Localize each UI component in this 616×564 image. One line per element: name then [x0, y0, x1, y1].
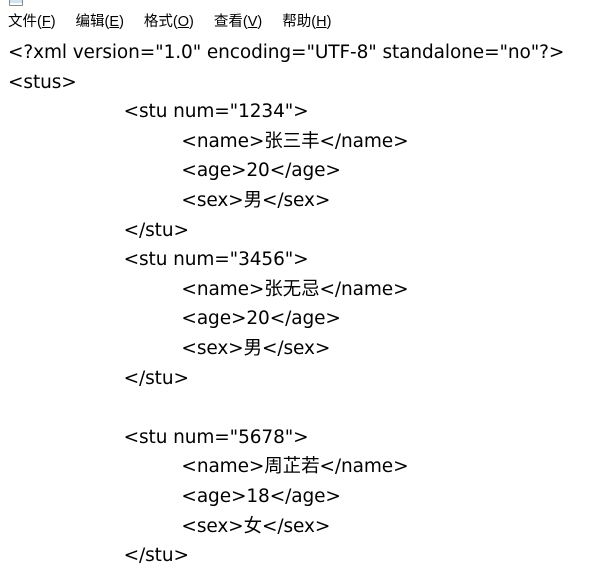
menu-item-edit[interactable]: 编辑(E) — [76, 12, 124, 32]
code-line: </stu> — [8, 219, 189, 241]
text-editing-area[interactable]: <?xml version="1.0" encoding="UTF-8" sta… — [0, 34, 616, 564]
menu-item-edit-text: 编辑( — [75, 14, 110, 30]
code-line: <sex>女</sex> — [8, 515, 331, 537]
menu-item-file-close: ) — [50, 14, 56, 30]
menu-item-view-accel: V — [247, 14, 258, 30]
code-line: <name>周芷若</name> — [8, 456, 409, 478]
code-line: </stu> — [8, 367, 189, 389]
code-line: <age>18</age> — [8, 485, 341, 507]
menu-item-file-text: 文件( — [8, 14, 42, 30]
menu-item-help-close: ) — [326, 14, 332, 30]
notepad-icon-page — [9, 0, 23, 6]
menu-item-format-close: ) — [189, 14, 194, 30]
menu-item-format-accel: O — [177, 14, 190, 30]
menu-item-help-accel: H — [316, 14, 327, 30]
menu-item-help[interactable]: 帮助(H) — [282, 12, 331, 32]
code-line: <stu num="5678"> — [8, 426, 309, 448]
code-line: <?xml version="1.0" encoding="UTF-8" sta… — [8, 42, 565, 63]
title-bar[interactable] — [0, 0, 616, 10]
code-line: <sex>男</sex> — [8, 337, 331, 359]
code-line: </stu> — [8, 545, 189, 564]
menu-item-edit-accel: E — [109, 14, 120, 30]
menu-bar: 文件(F) 编辑(E) 格式(O) 查看(V) 帮助(H) — [0, 10, 616, 34]
menu-item-format[interactable]: 格式(O) — [144, 12, 194, 32]
code-line: <stus> — [8, 71, 77, 93]
menu-item-help-text: 帮助( — [282, 14, 317, 30]
menu-item-view-text: 查看( — [213, 14, 248, 30]
code-line: <stu num="1234"> — [8, 101, 309, 123]
menu-item-file-accel: F — [41, 14, 51, 30]
code-line: <age>20</age> — [8, 308, 341, 330]
code-line: <sex>男</sex> — [8, 189, 331, 211]
code-line: <name>张三丰</name> — [8, 130, 409, 152]
menu-item-format-text: 格式( — [143, 14, 178, 30]
menu-item-view[interactable]: 查看(V) — [214, 12, 262, 32]
notepad-icon-band-bottom — [10, 0, 22, 3]
menu-item-edit-close: ) — [119, 14, 124, 30]
code-line: <age>20</age> — [8, 160, 341, 182]
code-line: <name>张无忌</name> — [8, 278, 409, 300]
menu-item-file[interactable]: 文件(F) — [8, 12, 56, 32]
code-line: <stu num="3456"> — [8, 249, 309, 271]
menu-item-view-close: ) — [257, 14, 263, 30]
notepad-document-icon — [9, 0, 25, 8]
code-line — [0, 393, 616, 423]
